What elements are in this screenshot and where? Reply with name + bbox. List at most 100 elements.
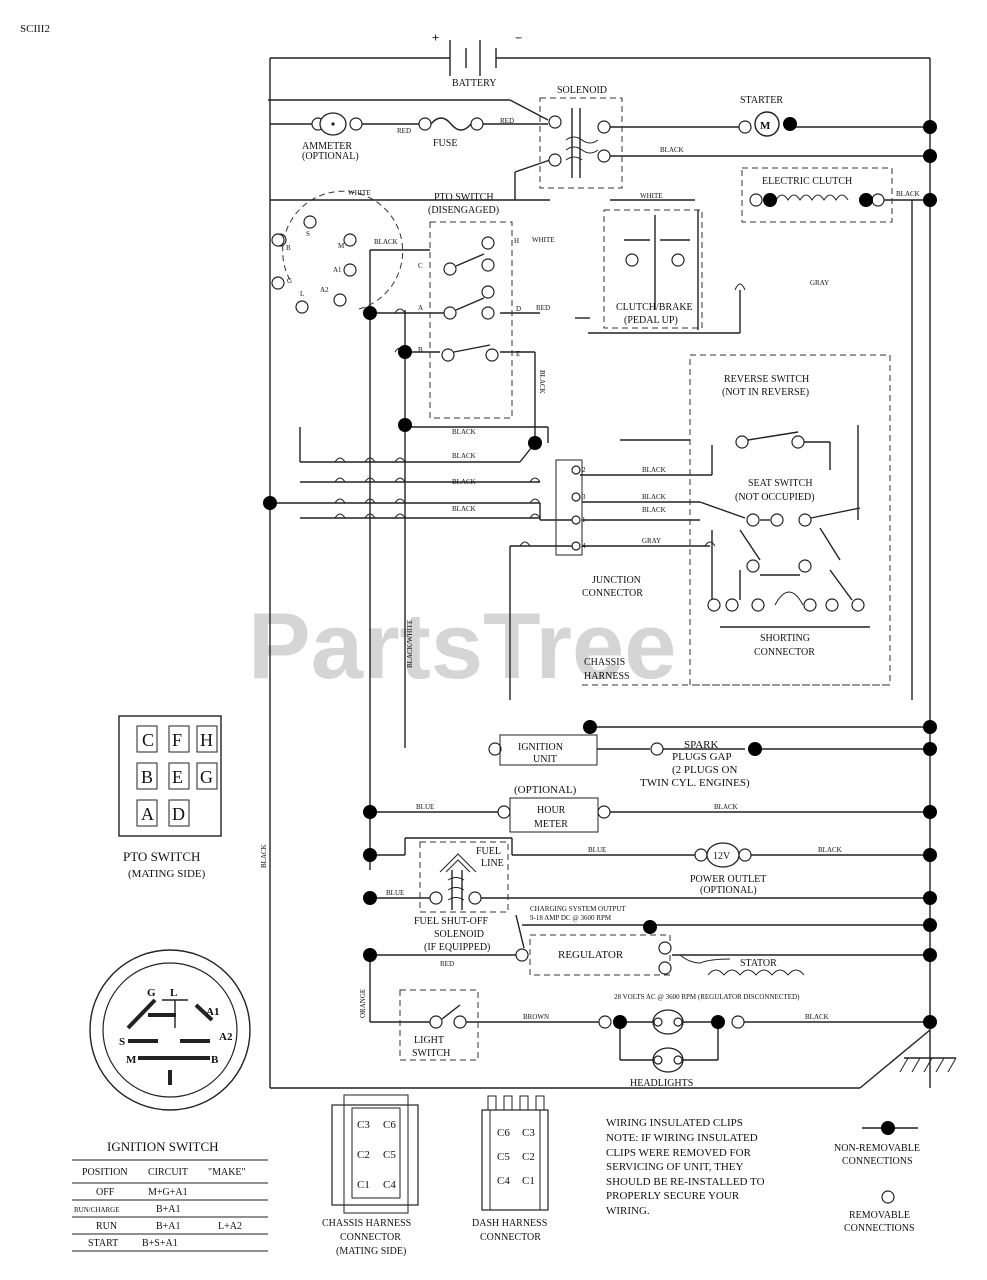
dash-conn-c5: C5 xyxy=(497,1151,510,1163)
dash-conn-c3: C3 xyxy=(522,1127,535,1139)
battery-positive: + xyxy=(432,31,439,45)
ign-table-row-1-circuit: B+A1 xyxy=(156,1204,181,1215)
fuel-solenoid-label-1: FUEL SHUT-OFF xyxy=(414,916,488,927)
wire-label-white-3: WHITE xyxy=(532,236,555,244)
pto-term-e: E xyxy=(516,350,520,358)
battery: + − BATTERY xyxy=(430,31,530,89)
dash-conn-c2: C2 xyxy=(522,1151,535,1163)
dash-conn-c4: C4 xyxy=(497,1175,510,1187)
fuel-line-label-1: FUEL xyxy=(476,846,501,857)
starter-m: M xyxy=(760,120,771,132)
wire-label-red-4: RED xyxy=(440,960,454,968)
spark-label-1: SPARK xyxy=(684,739,719,751)
wire-label-black-11: BLACK xyxy=(714,803,738,811)
starter-label: STARTER xyxy=(740,95,783,106)
ign-table-row-3-circuit: B+S+A1 xyxy=(142,1238,178,1249)
fuel-shutoff-solenoid: FUEL LINE FUEL SHUT-OFF SOLENOID (IF EQU… xyxy=(414,841,509,953)
dash-conn-c6: C6 xyxy=(497,1127,510,1139)
starter-motor: STARTER M xyxy=(738,95,783,137)
legend-non-removable-label-1: NON-REMOVABLE xyxy=(834,1143,920,1154)
note-line-1: WIRING INSULATED CLIPS xyxy=(606,1117,743,1129)
electric-clutch-label: ELECTRIC CLUTCH xyxy=(762,176,852,187)
electric-clutch: ELECTRIC CLUTCH xyxy=(741,167,893,223)
wiring-note: WIRING INSULATED CLIPS NOTE: IF WIRING I… xyxy=(606,1117,765,1217)
wire-label-black-4: BLACK xyxy=(452,428,476,436)
chassis-conn-c4: C4 xyxy=(383,1179,396,1191)
wire-label-black-7: BLACK xyxy=(452,505,476,513)
wire-color-labels: RED RED BLACK WHITE WHITE BLACK BLACK WH… xyxy=(260,117,920,1021)
shorting-connector: SHORTING CONNECTOR xyxy=(707,591,870,658)
ammeter: AMMETER (OPTIONAL) xyxy=(302,112,363,162)
fuse: FUSE xyxy=(418,117,484,149)
power-outlet-optional: (OPTIONAL) xyxy=(700,885,757,896)
junction-term-1: 1 xyxy=(582,516,586,524)
chassis-harness-label-1: CHASSIS xyxy=(584,657,625,668)
junction-term-4: 4 xyxy=(582,542,586,550)
stator-label: STATOR xyxy=(740,958,777,969)
charging-label-2: 9-18 AMP DC @ 3600 RPM xyxy=(530,914,612,922)
ammeter-optional: (OPTIONAL) xyxy=(302,151,359,162)
dash-conn-label-2: CONNECTOR xyxy=(480,1232,541,1243)
fuel-solenoid-label-2: SOLENOID xyxy=(434,929,484,940)
chassis-conn-c2: C2 xyxy=(357,1149,370,1161)
regulator: CHARGING SYSTEM OUTPUT 9-18 AMP DC @ 360… xyxy=(515,905,805,1001)
ignition-switch-label: IGNITION SWITCH xyxy=(107,1139,219,1154)
watermark: PartsTree xyxy=(248,593,677,698)
wire-label-blue-1: BLUE xyxy=(416,803,434,811)
wire-crossovers xyxy=(334,457,716,547)
pto-grid-a: A xyxy=(141,804,154,824)
note-line-4: SERVICING OF UNIT, THEY xyxy=(606,1161,743,1173)
note-line-5: SHOULD BE RE-INSTALLED TO xyxy=(606,1176,765,1188)
seat-switch-label: SEAT SWITCH xyxy=(748,478,813,489)
ign-table-row-2-position: RUN xyxy=(96,1221,117,1232)
hour-meter-label-1: HOUR xyxy=(537,805,566,816)
ign-table-row-2-circuit: B+A1 xyxy=(156,1221,181,1232)
ignition-unit-label-1: IGNITION xyxy=(518,742,563,753)
ign-face-m: M xyxy=(126,1054,137,1066)
wire-label-black-12: BLACK xyxy=(818,846,842,854)
wire-label-white-2: WHITE xyxy=(640,192,663,200)
power-outlet-voltage: 12V xyxy=(713,851,731,862)
connection-dots xyxy=(263,117,937,1029)
pto-term-h: H xyxy=(514,237,519,245)
wire-label-black-white: BLACK/WHITE xyxy=(406,620,414,668)
hour-meter-label-2: METER xyxy=(534,819,568,830)
ac-note: 28 VOLTS AC @ 3600 RPM (REGULATOR DISCON… xyxy=(614,993,800,1001)
ignition-unit: IGNITION UNIT SPARK PLUGS GAP (2 PLUGS O… xyxy=(488,734,750,789)
pto-grid-e: E xyxy=(172,767,183,787)
pto-grid-f: F xyxy=(172,730,182,750)
junction-connector-label-1: JUNCTION xyxy=(592,575,641,586)
wire-label-gray-1: GRAY xyxy=(810,279,829,287)
light-switch-label-1: LIGHT xyxy=(414,1035,444,1046)
pto-mating-label-2: (MATING SIDE) xyxy=(128,868,206,880)
power-outlet-label: POWER OUTLET xyxy=(690,874,766,885)
wire-label-black-vert: BLACK xyxy=(538,370,546,394)
chassis-conn-label-1: CHASSIS HARNESS xyxy=(322,1218,411,1229)
regulator-label: REGULATOR xyxy=(558,949,624,961)
wire-label-black-9: BLACK xyxy=(642,493,666,501)
pto-switch-mating-side: C F H B E G A D PTO SWITCH (MATING SIDE) xyxy=(118,715,222,880)
reverse-switch: REVERSE SWITCH (NOT IN REVERSE) xyxy=(689,354,891,686)
ign-face-a1: A1 xyxy=(206,1006,219,1018)
seat-switch: SEAT SWITCH (NOT OCCUPIED) xyxy=(711,478,861,601)
ammeter-label: AMMETER xyxy=(302,141,352,152)
reverse-switch-label: REVERSE SWITCH xyxy=(724,374,809,385)
ign-table-header-position: POSITION xyxy=(82,1167,128,1178)
wire-label-red-3: RED xyxy=(536,304,550,312)
clutch-brake-label: CLUTCH/BRAKE xyxy=(616,302,693,313)
pto-term-b: B xyxy=(418,346,423,354)
light-switch: LIGHT SWITCH xyxy=(399,989,479,1061)
ign-table-row-0-position: OFF xyxy=(96,1187,115,1198)
junction-term-2: 2 xyxy=(582,466,586,474)
hour-meter-optional: (OPTIONAL) xyxy=(514,784,577,796)
pto-grid-g: G xyxy=(200,767,213,787)
legend-removable-dot xyxy=(881,1190,895,1204)
ign-table-row-0-circuit: M+G+A1 xyxy=(148,1187,188,1198)
hour-meter: (OPTIONAL) HOUR METER xyxy=(497,784,611,833)
wire-label-black-10: BLACK xyxy=(642,506,666,514)
ignition-switch-face: G L A1 A2 S M B IGNITION SWITCH xyxy=(89,949,251,1154)
pto-grid-d: D xyxy=(172,804,185,824)
ign-face-b: B xyxy=(211,1054,219,1066)
ign-face-l: L xyxy=(170,987,177,999)
ign-term-l: L xyxy=(300,290,304,298)
